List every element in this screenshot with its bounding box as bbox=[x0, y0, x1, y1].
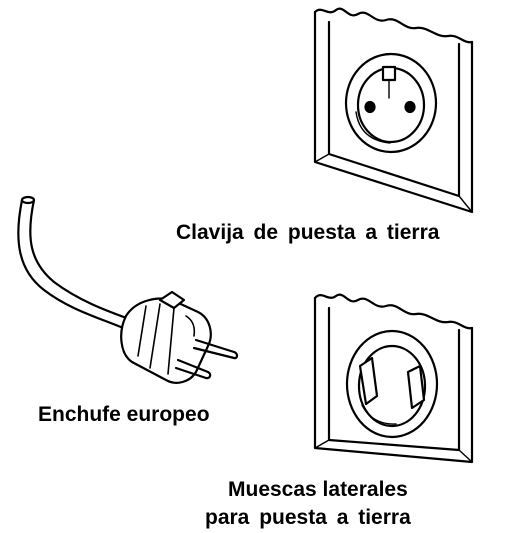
side-notches-label-line1: Muescas laterales bbox=[228, 478, 408, 501]
wall-plate-outer bbox=[313, 296, 474, 464]
socket-inner-ring bbox=[357, 344, 427, 428]
cable-end bbox=[20, 195, 36, 205]
wall-plate-bevel bbox=[327, 306, 461, 452]
side-notches-label-line2: para puesta a tierra bbox=[205, 506, 411, 529]
plug-pin-upper bbox=[192, 338, 239, 360]
socket-outer-ring bbox=[345, 329, 439, 439]
wall-plate-torn-edge bbox=[313, 7, 474, 44]
wall-socket-side-notches bbox=[313, 293, 474, 464]
ground-pin bbox=[381, 65, 397, 82]
socket-hole-left bbox=[364, 100, 376, 114]
socket-hole-right bbox=[404, 100, 416, 114]
european-plug bbox=[17, 195, 239, 384]
side-notch-left bbox=[358, 356, 379, 406]
ground-pin-label: Clavija de puesta a tierra bbox=[176, 221, 440, 244]
plug-ground-clip bbox=[158, 290, 186, 310]
plug-cable bbox=[17, 198, 130, 332]
socket-outer-ring bbox=[344, 52, 438, 154]
european-plug-label: Enchufe europeo bbox=[38, 403, 210, 426]
wall-plate-outer bbox=[313, 10, 474, 214]
wall-plate-bevel bbox=[327, 20, 461, 198]
wall-plate-torn-edge bbox=[313, 293, 474, 330]
side-notch-right bbox=[406, 364, 426, 410]
plug-pin-lower bbox=[174, 358, 212, 380]
wall-socket-ground-pin bbox=[313, 7, 474, 214]
